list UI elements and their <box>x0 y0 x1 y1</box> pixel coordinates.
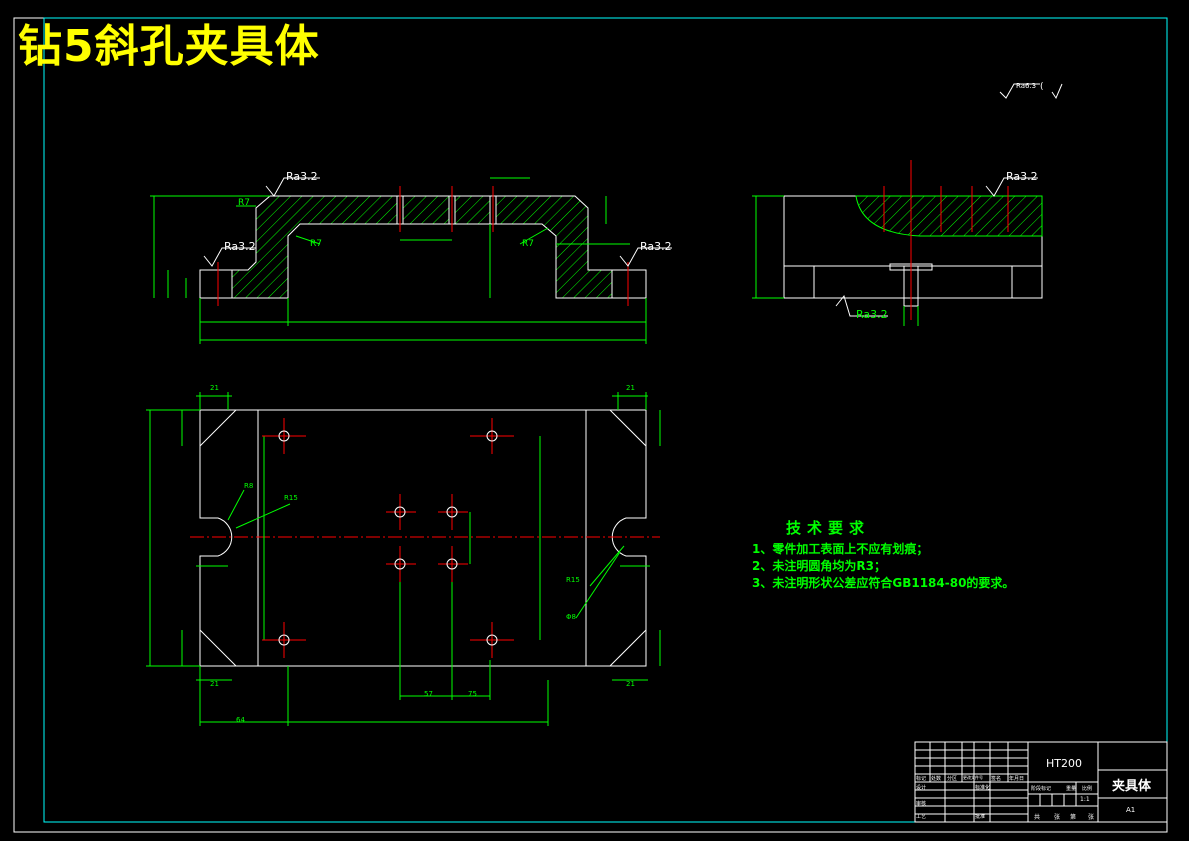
tech-item: 1、零件加工表面上不应有划痕； <box>752 542 929 556</box>
general-roughness-paren: ( <box>1040 82 1044 92</box>
outer-frame <box>13 17 1168 833</box>
side-view <box>752 160 1043 326</box>
tb-footer-label: 共 <box>1034 814 1041 821</box>
dimension-label: 21 <box>210 384 219 392</box>
radius-label: R7 <box>310 239 322 249</box>
dimension-label: 64 <box>236 716 245 724</box>
dimension-label: 21 <box>626 680 635 688</box>
tb-footer-label: 张 <box>1054 814 1061 821</box>
scale-label: 1:1 <box>1080 796 1090 803</box>
roughness-label: Ra3.2 <box>640 240 672 253</box>
tb-footer-label: 第 <box>1070 814 1077 821</box>
technical-requirements: 技术要求 1、零件加工表面上不应有划痕； 2、未注明圆角均为R3； 3、未注明形… <box>752 520 1014 592</box>
hole-pattern <box>262 418 514 658</box>
radius-label: R15 <box>566 576 580 584</box>
tb-row-label: 设计 <box>916 785 927 791</box>
tb-row-label: 工艺 <box>916 814 927 820</box>
roughness-label: Ra3.2 <box>224 240 256 253</box>
radius-label: R7 <box>522 239 534 249</box>
tb-col-label: 年月日 <box>1009 776 1025 782</box>
material-label: HT200 <box>1046 757 1082 770</box>
roughness-label: Ra3.2 <box>286 170 318 183</box>
tb-row-label: 标记 <box>916 776 927 782</box>
radius-label: R7 <box>238 198 250 208</box>
drawing-title: 钻5斜孔夹具体 <box>18 21 320 72</box>
dimension-label: 21 <box>210 680 219 688</box>
top-view <box>146 392 661 726</box>
roughness-label: Ra3.2 <box>856 308 888 321</box>
sheet-label: A1 <box>1126 806 1136 814</box>
dimension-label: 75 <box>468 690 477 698</box>
tb-col-label: 签名 <box>991 776 1002 782</box>
inner-frame <box>43 17 1168 823</box>
top-view-outline <box>199 409 647 667</box>
title-block <box>914 741 1168 823</box>
roughness-label: Ra3.2 <box>1006 170 1038 183</box>
part-name-label: 夹具体 <box>1112 779 1152 794</box>
general-roughness: Ra6.3 <box>1016 82 1037 90</box>
hole-label: Φ8 <box>566 613 576 621</box>
tech-item: 3、未注明形状公差应符合GB1184-80的要求。 <box>752 576 1015 590</box>
tb-approve-label: 标准化 <box>975 785 991 791</box>
dimension-label: 57 <box>424 690 433 698</box>
tb-col-label: 更改文件号 <box>963 775 983 780</box>
radius-label: R15 <box>284 494 298 502</box>
tech-item: 2、未注明圆角均为R3； <box>752 559 886 573</box>
tb-stage-label: 阶段标记 <box>1031 786 1052 792</box>
dimension-label: 21 <box>626 384 635 392</box>
tb-stage-label: 重量 <box>1066 786 1077 792</box>
tb-stage-label: 比例 <box>1082 786 1093 792</box>
tb-row-label: 审核 <box>916 801 927 807</box>
radius-label: R8 <box>244 482 254 490</box>
front-section-view <box>150 177 647 344</box>
tech-heading: 技术要求 <box>786 519 871 537</box>
tb-approve-label: 批准 <box>975 814 986 820</box>
tb-footer-label: 张 <box>1088 814 1095 821</box>
front-section-hatch <box>231 195 613 299</box>
tb-col-label: 处数 <box>931 776 942 782</box>
tb-col-label: 分区 <box>947 776 958 782</box>
